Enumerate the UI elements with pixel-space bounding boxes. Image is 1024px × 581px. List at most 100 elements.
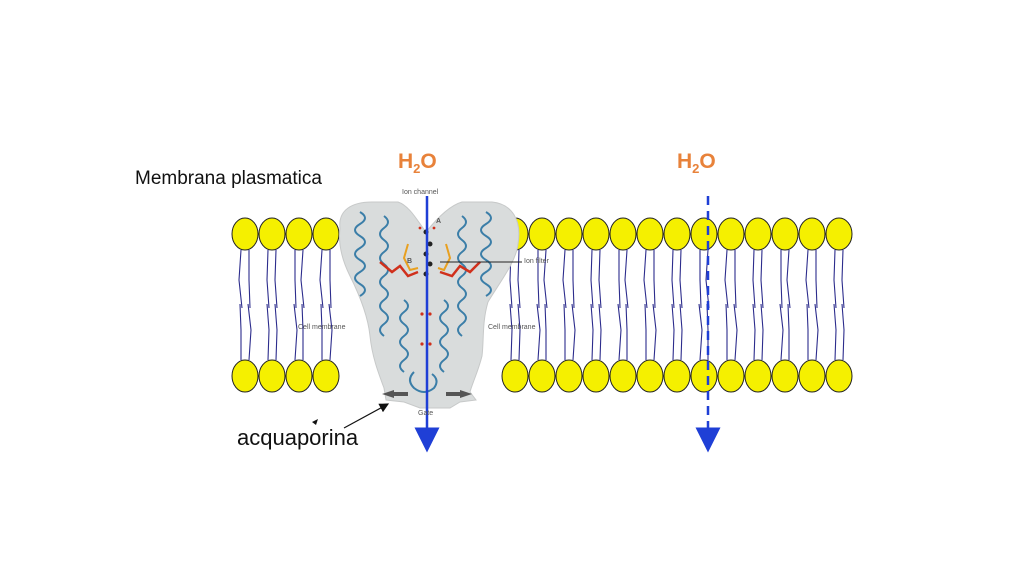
lipid-tail <box>293 303 298 361</box>
lipid-tail <box>238 249 243 309</box>
lipid-head <box>798 217 826 251</box>
lipid-head <box>690 359 718 393</box>
filter-right-orange <box>437 243 452 272</box>
lipid-tail <box>329 250 332 309</box>
lipid-tail <box>543 249 548 309</box>
helix-left-2 <box>379 215 389 337</box>
inset-label-b: B <box>407 258 413 265</box>
gate-loop <box>409 371 438 393</box>
helix-left-3 <box>399 299 409 373</box>
lipid-tail <box>618 250 621 309</box>
lipid-tail <box>274 249 278 309</box>
lipid-tail <box>643 249 648 309</box>
lipid-tail <box>786 249 791 309</box>
water-right-sub: 2 <box>692 161 700 177</box>
lipid-tail <box>815 250 818 309</box>
acquaporina-pointer <box>343 403 390 429</box>
diagram-title: Membrana plasmatica <box>135 168 322 189</box>
lipid-tail <box>724 249 729 309</box>
lipid-tail <box>294 250 297 309</box>
lipid-tail <box>266 249 270 309</box>
lipid-tail <box>841 249 845 309</box>
lipid-tail <box>671 303 675 361</box>
lipid-head <box>744 217 772 251</box>
water-right-o: O <box>699 150 716 173</box>
inset-label-cell-membrane-right: Cell membrane <box>488 324 536 331</box>
inset-label-ion-channel: Ion channel <box>402 189 439 196</box>
lipid-tail <box>274 303 278 361</box>
lipid-tail <box>624 249 629 309</box>
lipid-tail <box>833 303 837 361</box>
lipid-tail <box>734 250 737 309</box>
lipid-head <box>771 359 799 393</box>
lipid-head <box>231 359 259 393</box>
lipid-heads-outer-layer <box>231 217 853 251</box>
lipid-head <box>636 359 664 393</box>
lipid-head <box>663 217 691 251</box>
lipid-tail <box>699 250 702 309</box>
lipid-tail <box>319 249 324 309</box>
lipid-tail <box>679 249 683 309</box>
lipid-head <box>717 359 745 393</box>
filter-left-red <box>379 261 419 278</box>
lipid-tail <box>671 249 675 309</box>
lipid-tail <box>780 250 783 309</box>
lipid-heads-inner-layer <box>231 359 853 393</box>
helix-right-3 <box>439 299 449 373</box>
pore-markers <box>418 226 436 346</box>
lipid-tail <box>805 249 810 309</box>
water-label-left: H2O <box>398 150 437 176</box>
inset-label-gate: Gate <box>418 410 434 417</box>
lipid-head <box>528 359 556 393</box>
lipid-tail <box>248 250 251 309</box>
small-pointer-triangle <box>312 419 318 425</box>
inset-label-ion-filter: Ion filter <box>524 258 549 265</box>
lipid-tail <box>841 303 845 361</box>
lipid-tail <box>300 249 305 309</box>
lipid-tail <box>733 303 738 361</box>
lipid-tail <box>779 303 784 361</box>
water-right-h: H <box>677 150 693 173</box>
lipid-head <box>501 359 529 393</box>
lipid-tail <box>590 249 594 309</box>
lipid-tail <box>328 303 333 361</box>
lipid-head <box>285 217 313 251</box>
lipid-tail <box>833 249 837 309</box>
lipid-tail <box>679 303 683 361</box>
lipid-head <box>717 217 745 251</box>
lipid-tail <box>752 249 756 309</box>
lipid-head <box>825 359 853 393</box>
lipid-head <box>825 217 853 251</box>
aquaporin-label: acquaporina <box>237 425 359 450</box>
inset-label-a: A <box>436 218 442 225</box>
gate-arrow-left <box>382 390 408 398</box>
lipid-tail <box>239 303 242 360</box>
lipid-tail <box>652 303 657 361</box>
lipid-tail <box>563 303 566 360</box>
lipid-tail <box>536 303 541 361</box>
lipid-head <box>582 359 610 393</box>
helix-right-2 <box>457 215 467 337</box>
water-left-o: O <box>420 150 437 173</box>
lipid-head <box>258 359 286 393</box>
lipid-tail <box>320 303 323 360</box>
lipid-tail <box>571 303 576 361</box>
lipid-tail <box>806 303 809 360</box>
aquaporin-protein <box>339 201 522 409</box>
lipid-head <box>312 359 340 393</box>
lipid-tail <box>760 303 764 361</box>
water-label-right: H2O <box>677 150 716 176</box>
lipid-head <box>690 217 718 251</box>
lipid-head <box>528 217 556 251</box>
lipid-tail <box>301 303 304 360</box>
lipid-tail <box>572 250 575 309</box>
filter-left-orange <box>402 243 419 272</box>
lipid-tail <box>247 303 252 361</box>
lipid-tails <box>238 249 845 361</box>
lipid-tail <box>598 249 602 309</box>
lipid-head <box>636 217 664 251</box>
helix-right-1 <box>480 211 492 297</box>
lipid-head <box>609 217 637 251</box>
